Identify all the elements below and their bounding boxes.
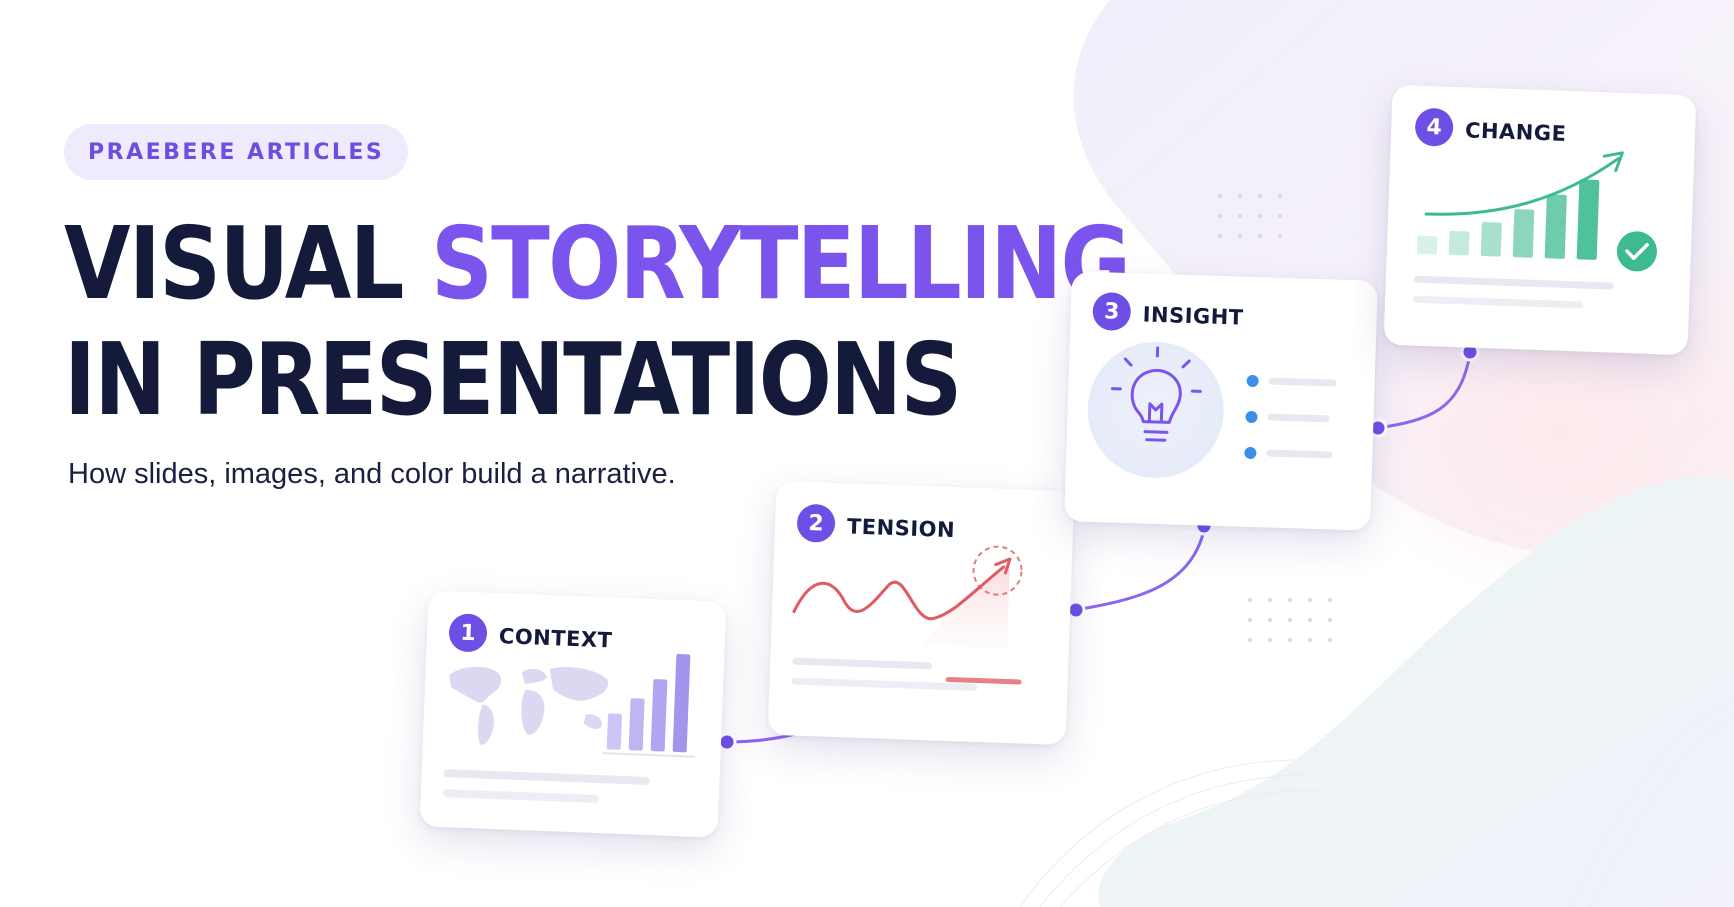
category-badge-text: PRAEBERE ARTICLES <box>88 139 385 165</box>
bar-chart-icon <box>1416 179 1600 260</box>
bar-chart-icon <box>606 653 691 753</box>
check-icon <box>1616 231 1657 272</box>
connector-3-4 <box>1376 352 1472 430</box>
subtitle: How slides, images, and color build a na… <box>68 458 676 490</box>
step-card-context: 1 CONTEXT <box>419 590 727 838</box>
context-illustration <box>442 653 695 803</box>
category-badge: PRAEBERE ARTICLES <box>64 124 409 180</box>
wave-line-icon <box>792 565 1006 620</box>
lightbulb-icon <box>1110 346 1202 442</box>
title-word-visual: VISUAL <box>64 205 431 322</box>
title-word-storytelling: STORYTELLING <box>430 205 1131 322</box>
step-card-change: 4 CHANGE <box>1383 84 1697 356</box>
change-illustration <box>1413 151 1657 309</box>
tension-illustration <box>791 545 1023 691</box>
connector-2-3 <box>1074 528 1206 612</box>
step-card-tension: 2 TENSION <box>767 480 1075 746</box>
world-map-icon <box>449 666 608 745</box>
title-line-1: VISUAL STORYTELLING <box>64 205 1131 322</box>
step-card-insight: 3 INSIGHT <box>1064 271 1378 531</box>
growth-arrow-icon <box>1424 157 1620 216</box>
connector-dot-1 <box>717 732 737 752</box>
page-title: VISUAL STORYTELLING IN PRESENTATIONS <box>64 205 1131 438</box>
insight-illustration <box>1087 341 1337 478</box>
title-line-2: IN PRESENTATIONS <box>64 321 962 438</box>
